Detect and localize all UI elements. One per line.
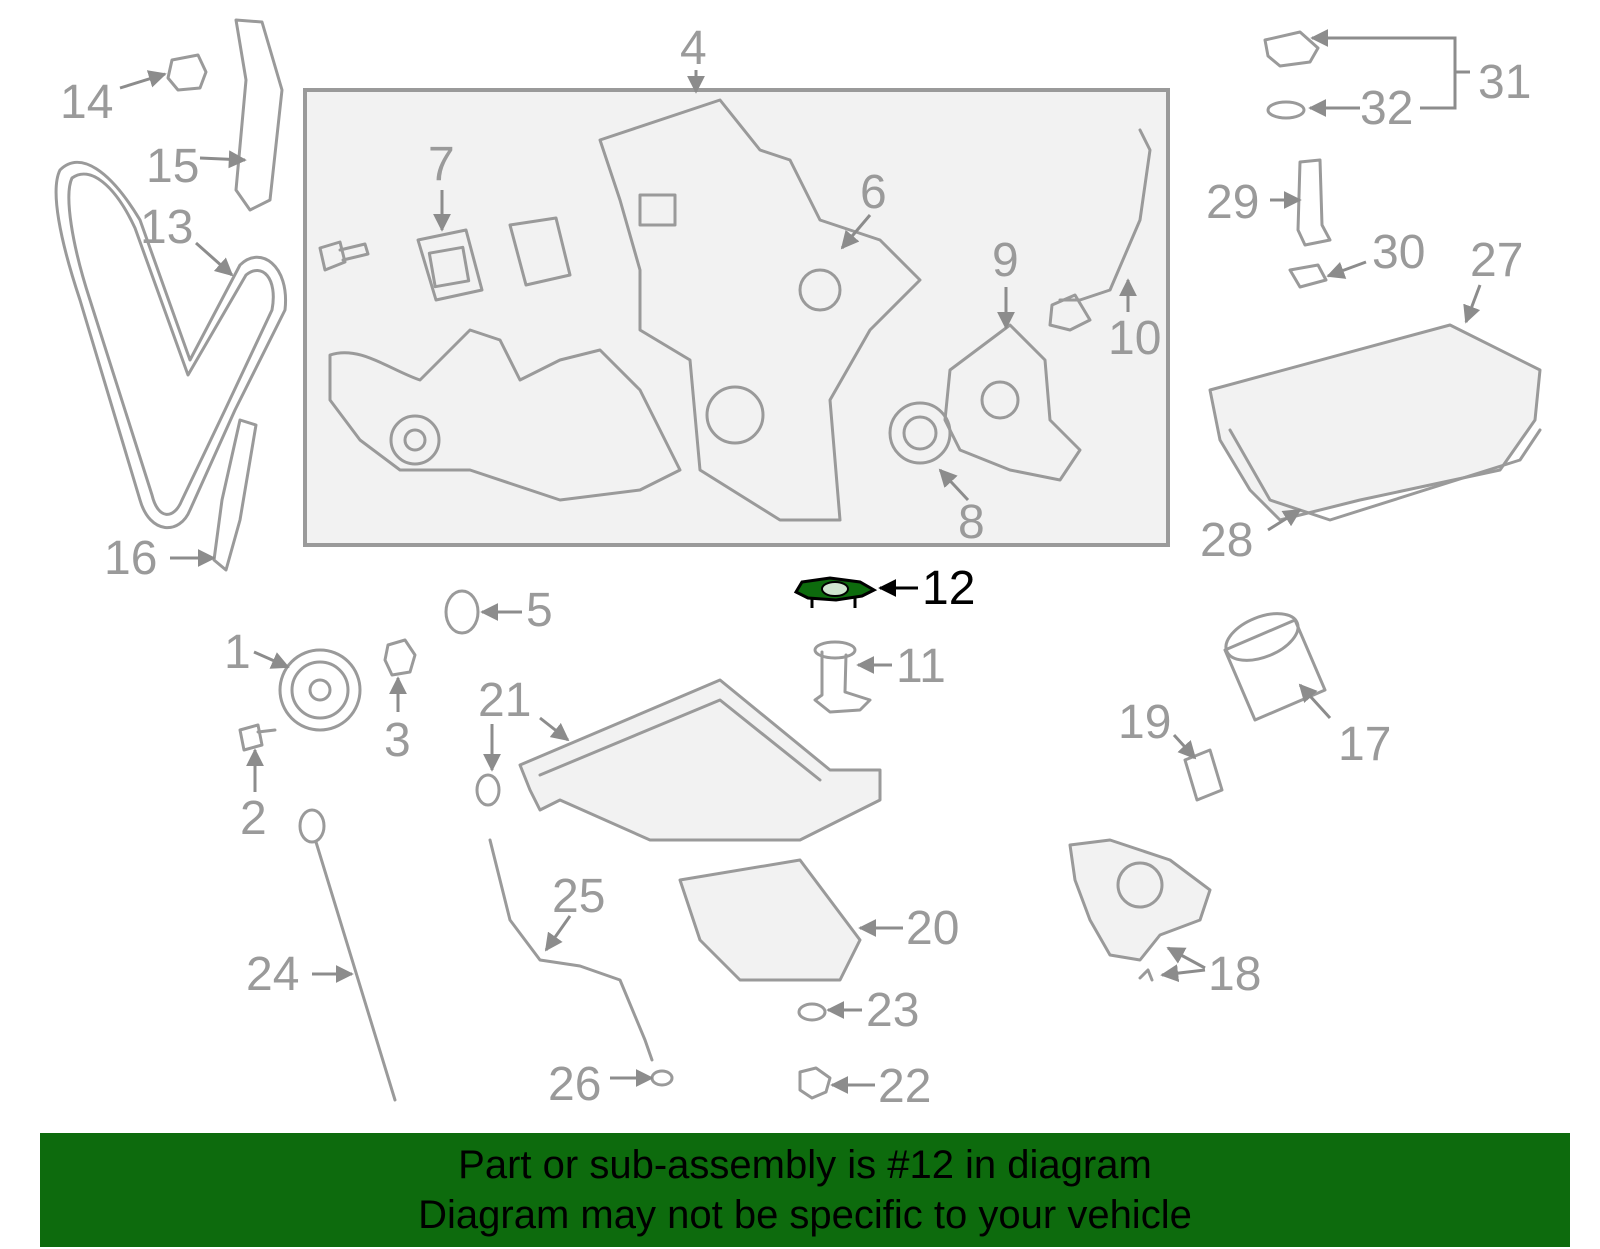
callout-28: 28 [1200,514,1253,567]
callout-1: 1 [224,626,251,679]
callout-labels: 4 14 15 13 16 7 6 9 10 8 12 5 1 3 2 11 2… [60,22,1531,1113]
callout-9: 9 [992,234,1019,287]
callout-4: 4 [680,22,707,75]
footer-background [40,1133,1570,1247]
callout-3: 3 [384,714,411,767]
callout-2: 2 [240,792,267,845]
callout-21: 21 [478,674,531,727]
footer-part-note: Part or sub-assembly is #12 in diagram [458,1143,1152,1187]
callout-17: 17 [1338,718,1391,771]
callout-11: 11 [896,640,946,693]
callout-29: 29 [1206,176,1259,229]
callout-7: 7 [428,138,455,191]
callout-32: 32 [1360,82,1413,135]
callout-25: 25 [552,870,605,923]
callout-5: 5 [526,584,553,637]
callout-26: 26 [548,1058,601,1111]
callout-18: 18 [1208,948,1261,1001]
callout-14: 14 [60,76,113,129]
callout-27: 27 [1470,234,1523,287]
footer-banner: Part or sub-assembly is #12 in diagram D… [40,1133,1570,1247]
callout-10: 10 [1108,312,1161,365]
callout-31: 31 [1478,56,1531,109]
callout-19: 19 [1118,696,1171,749]
callout-15: 15 [146,140,199,193]
part-12-strainer [793,576,878,608]
callout-13: 13 [140,201,193,254]
callout-24: 24 [246,948,299,1001]
callout-20: 20 [906,902,959,955]
callout-23: 23 [866,984,919,1037]
callout-12: 12 [922,562,975,615]
callout-30: 30 [1372,226,1425,279]
callout-6: 6 [860,166,887,219]
part-illustrations [54,18,1542,1102]
leader-lines [119,29,1482,1094]
callout-8: 8 [958,496,985,549]
footer-disclaimer: Diagram may not be specific to your vehi… [418,1193,1192,1237]
callout-16: 16 [104,532,157,585]
callout-22: 22 [878,1060,931,1113]
